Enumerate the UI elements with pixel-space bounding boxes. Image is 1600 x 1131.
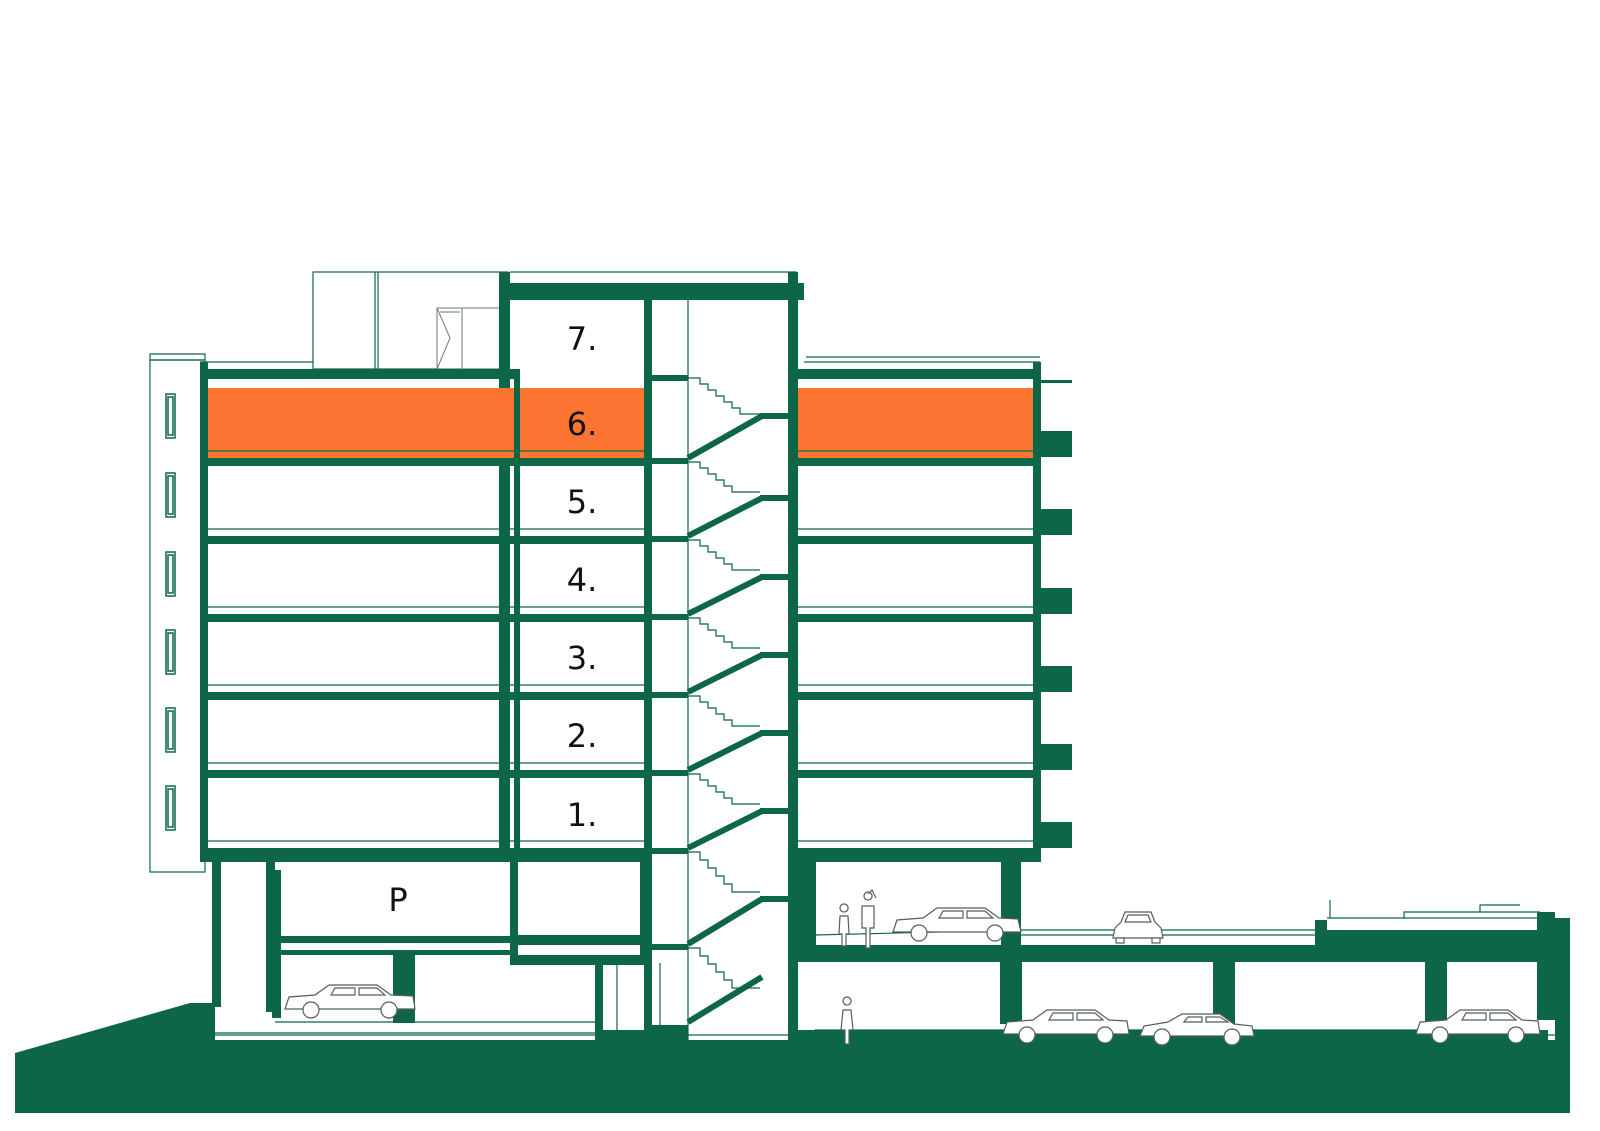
car-2 <box>892 907 1022 942</box>
facade-panel <box>149 359 206 873</box>
car-1 <box>284 984 416 1019</box>
penthouse-box <box>312 271 509 370</box>
car-6 <box>1415 1009 1541 1044</box>
core-wall-2 <box>514 369 520 857</box>
car-3 <box>1112 911 1164 944</box>
floor-label-3: 3. <box>567 639 598 677</box>
core-wall-left <box>499 272 510 857</box>
tower-left-wall <box>499 272 510 369</box>
ground-mass-right <box>1555 918 1570 1113</box>
ground-hatch-lines <box>15 1059 1570 1081</box>
floor-6-highlight <box>208 388 1033 458</box>
left-exterior-wall <box>200 362 208 854</box>
penthouse-outline <box>200 271 1040 370</box>
floor-label-4: 4. <box>567 561 598 599</box>
right-exterior-wall <box>1033 362 1041 862</box>
facade-cap <box>149 353 206 361</box>
floor-label-6: 6. <box>567 405 598 443</box>
left-facade <box>149 353 206 873</box>
structure <box>200 271 1072 1045</box>
roof-slab-right <box>797 369 1039 379</box>
parking-label: P <box>388 881 407 919</box>
floor-label-7: 7. <box>567 320 598 358</box>
people <box>838 888 877 1045</box>
floor-label-5: 5. <box>567 483 598 521</box>
car-4 <box>1002 1009 1130 1044</box>
stair-wall-right <box>788 272 798 1045</box>
floor-label-1: 1. <box>567 796 598 834</box>
roof-slab <box>200 369 515 379</box>
roof-parapet-left <box>200 356 1040 363</box>
car-5 <box>1139 1013 1255 1046</box>
stair-steps <box>688 377 760 989</box>
person-2 <box>861 888 877 949</box>
ramp-slab <box>798 930 1545 962</box>
stair-flights <box>686 413 764 1025</box>
penthouse-door <box>436 307 509 370</box>
parking-level <box>212 862 1555 1045</box>
floor-label-2: 2. <box>567 717 598 755</box>
stair-wall-left <box>644 300 652 1045</box>
floor-labels: 7. 6. 5. 4. 3. 2. 1. P <box>388 320 597 919</box>
staircase <box>652 300 790 1045</box>
person-3 <box>840 996 854 1045</box>
cars <box>284 907 1541 1046</box>
tower-roof-slab <box>499 283 804 300</box>
ground-mass <box>15 1003 1570 1113</box>
floor-slabs <box>200 450 1041 862</box>
facade-windows <box>165 393 176 831</box>
person-1 <box>838 903 850 947</box>
